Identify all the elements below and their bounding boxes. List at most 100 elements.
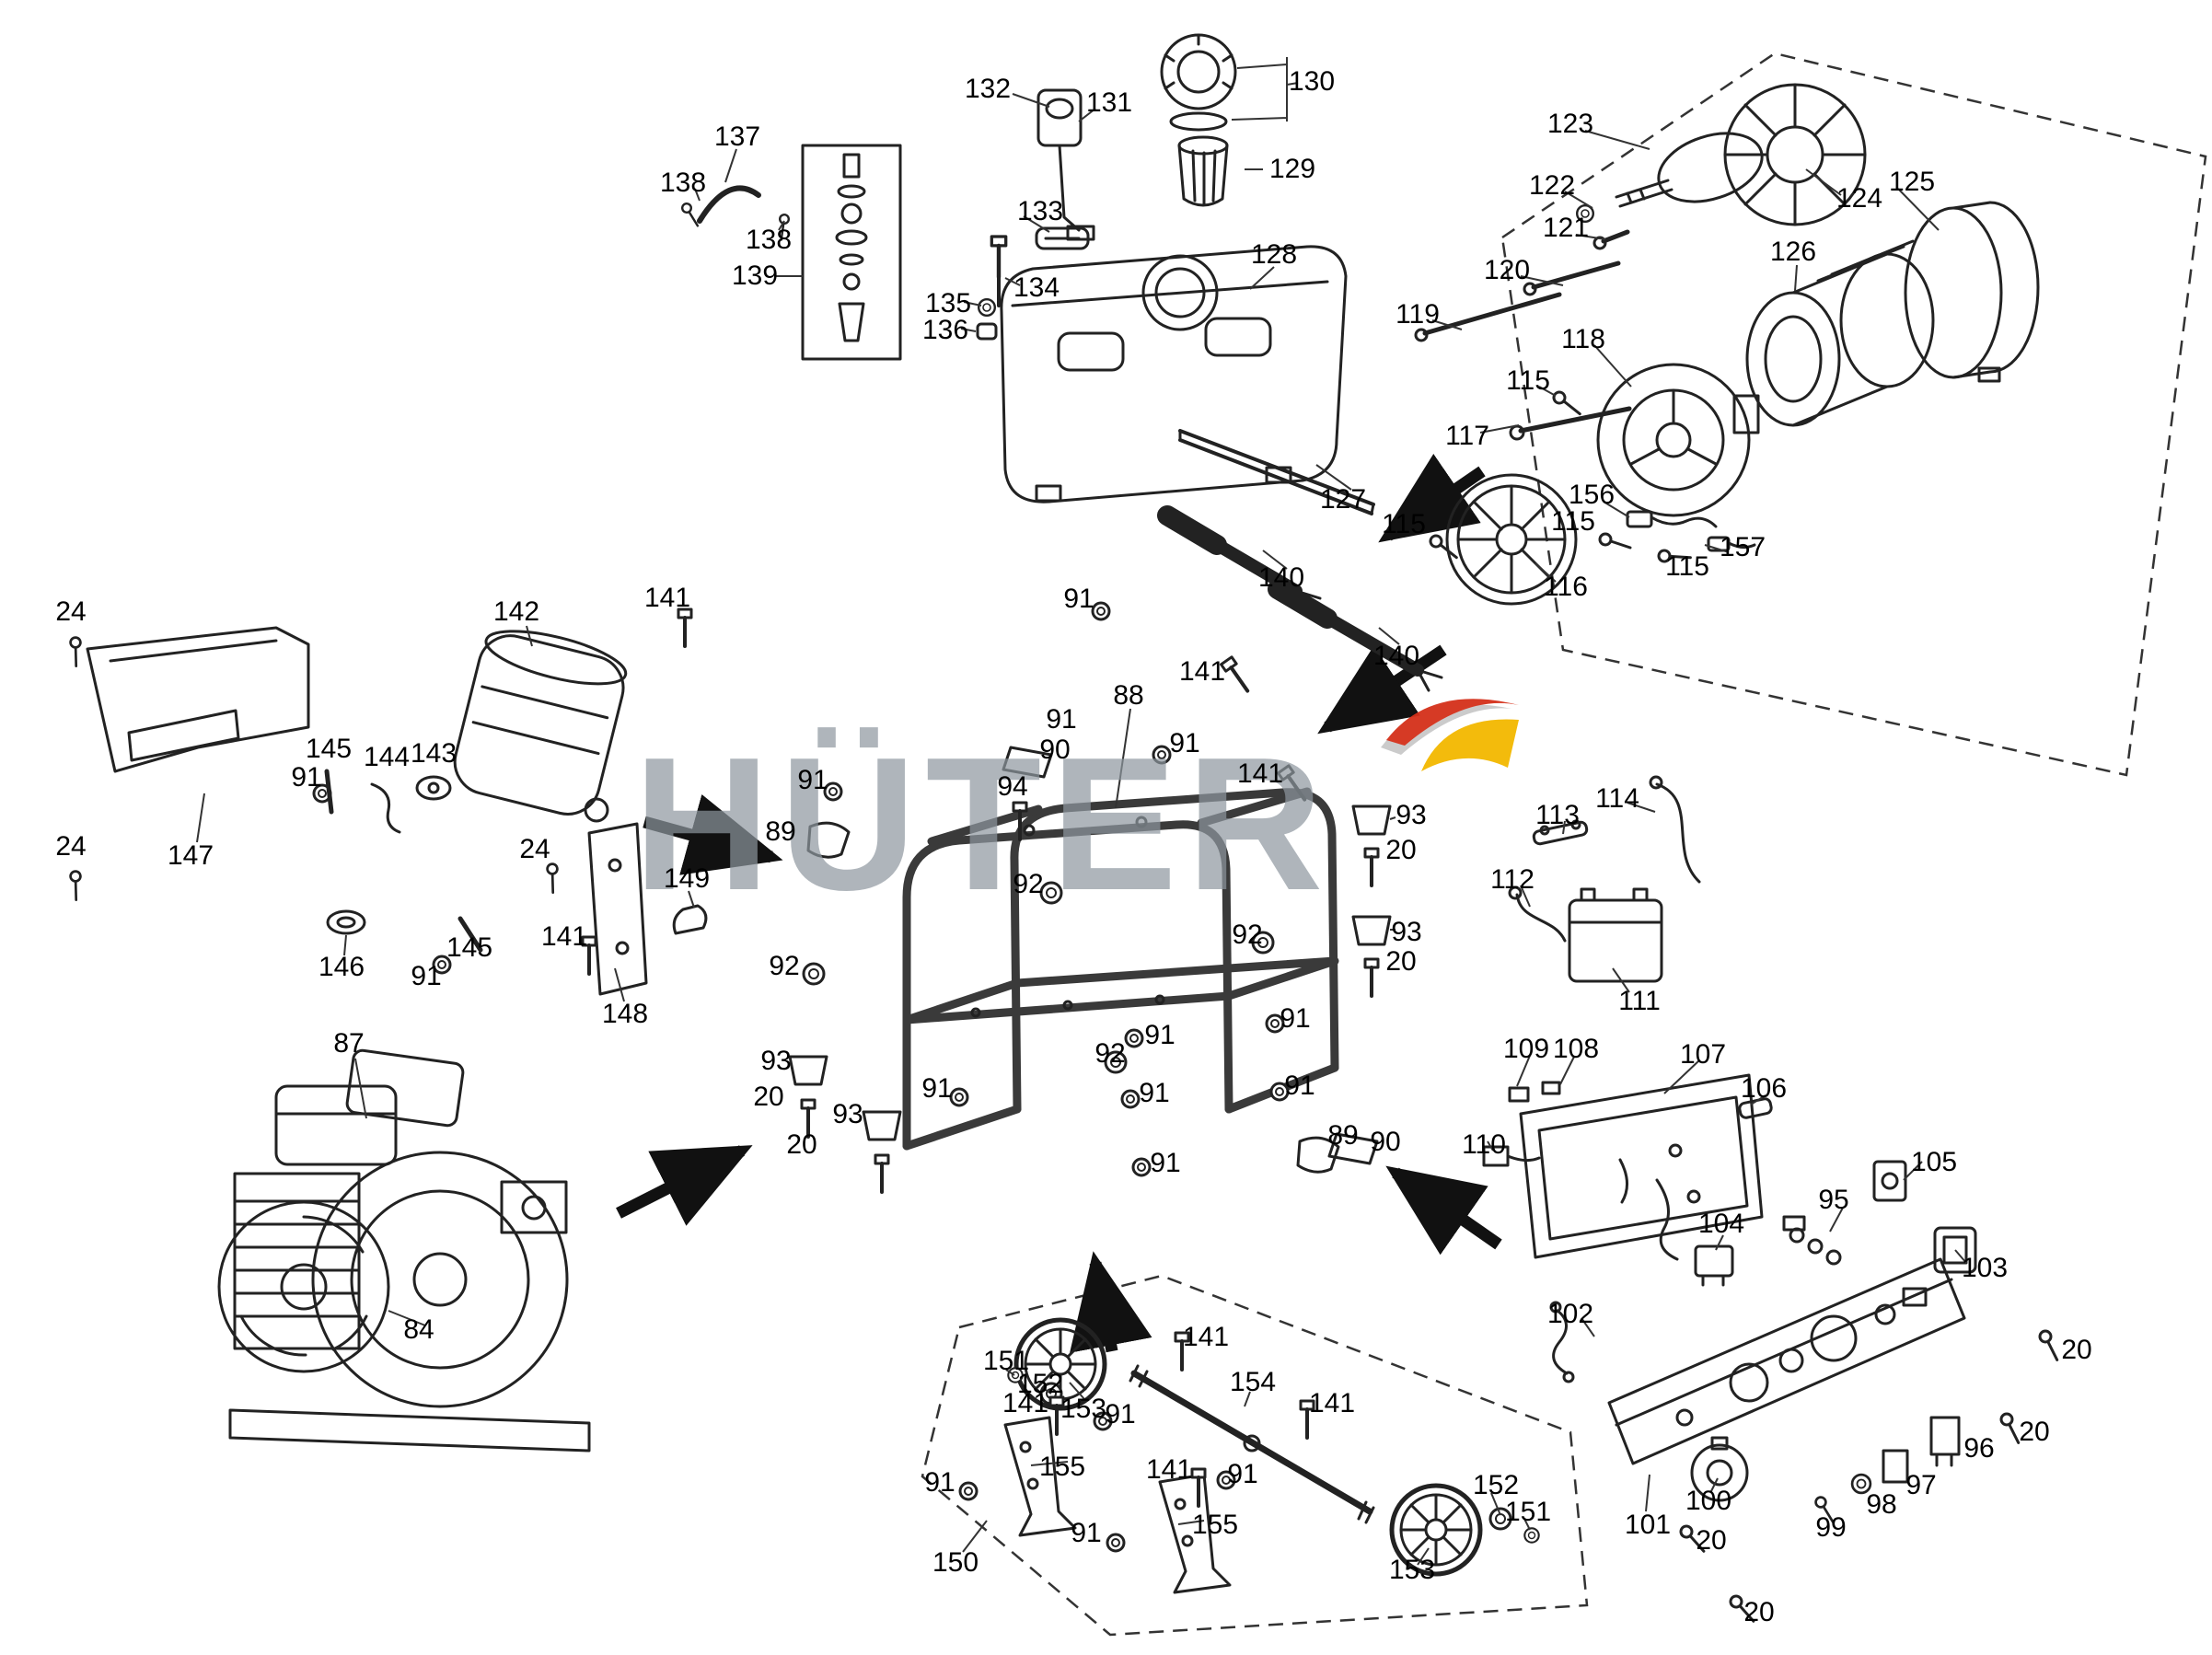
part-label-99-100: 99 — [1815, 1512, 1847, 1543]
part-label-101-102: 101 — [1624, 1510, 1672, 1540]
part-label-87-83: 87 — [333, 1028, 365, 1059]
part-label-118-21: 118 — [1561, 324, 1605, 354]
part-label-91-35: 91 — [1169, 728, 1200, 758]
part-label-96-97: 96 — [1963, 1433, 1995, 1464]
part-label-109-85: 109 — [1502, 1034, 1550, 1064]
part-label-108-86: 108 — [1552, 1034, 1600, 1064]
part-label-152-106: 152 — [1016, 1369, 1064, 1399]
part-label-141-48: 141 — [540, 921, 588, 952]
part-label-121-15: 121 — [1542, 213, 1590, 243]
part-label-138-5: 138 — [659, 168, 707, 198]
part-label-119-20: 119 — [1396, 299, 1440, 330]
part-label-20-81: 20 — [786, 1129, 817, 1160]
part-label-146-49: 146 — [318, 952, 365, 982]
part-label-92-71: 92 — [1094, 1038, 1126, 1069]
part-label-117-23: 117 — [1445, 421, 1489, 451]
part-label-91-33: 91 — [1063, 584, 1094, 614]
part-label-150-119: 150 — [932, 1547, 979, 1578]
part-label-151-121: 151 — [1504, 1497, 1552, 1527]
part-label-91-72: 91 — [1144, 1020, 1175, 1050]
part-label-102-94: 102 — [1546, 1299, 1594, 1329]
part-label-126-18: 126 — [1769, 237, 1817, 267]
part-label-91-56: 91 — [797, 765, 828, 795]
part-label-141-36: 141 — [1236, 758, 1284, 789]
part-label-107-87: 107 — [1679, 1039, 1727, 1070]
part-label-130-2: 130 — [1288, 66, 1336, 97]
part-label-157-31: 157 — [1719, 532, 1766, 562]
part-label-135-10: 135 — [924, 288, 972, 318]
part-label-91-70: 91 — [1280, 1003, 1311, 1034]
part-label-129-3: 129 — [1268, 154, 1316, 184]
part-label-138-6: 138 — [745, 225, 793, 255]
part-label-125-17: 125 — [1888, 167, 1936, 197]
part-label-133-8: 133 — [1016, 196, 1064, 226]
part-label-153-107: 153 — [1060, 1394, 1107, 1424]
part-label-24-47: 24 — [519, 834, 550, 864]
part-label-143-45: 143 — [410, 738, 457, 769]
part-label-115-29: 115 — [1551, 506, 1595, 537]
part-label-116-32: 116 — [1544, 572, 1588, 602]
part-label-20-103: 20 — [1696, 1525, 1727, 1556]
part-label-90-55: 90 — [1039, 735, 1071, 765]
part-label-154-111: 154 — [1229, 1367, 1277, 1397]
part-label-91-114: 91 — [924, 1467, 955, 1498]
part-label-24-39: 24 — [55, 831, 87, 862]
part-label-113-66: 113 — [1535, 800, 1580, 830]
part-label-136-11: 136 — [921, 315, 969, 345]
part-label-124-16: 124 — [1836, 183, 1883, 214]
part-label-156-27: 156 — [1568, 480, 1616, 510]
part-label-106-88: 106 — [1740, 1073, 1788, 1104]
part-label-20-95: 20 — [2061, 1335, 2092, 1365]
part-label-141-112: 141 — [1308, 1388, 1356, 1418]
part-label-92-61: 92 — [769, 951, 800, 981]
part-label-20-65: 20 — [1385, 946, 1417, 977]
part-label-144-44: 144 — [363, 742, 411, 772]
part-label-141-42: 141 — [643, 583, 691, 613]
part-label-147-40: 147 — [167, 840, 214, 871]
part-label-97-98: 97 — [1905, 1470, 1937, 1500]
part-label-91-118: 91 — [1071, 1518, 1102, 1548]
part-label-153-122: 153 — [1388, 1555, 1436, 1585]
part-label-111-69: 111 — [1618, 986, 1661, 1016]
part-label-127-24: 127 — [1319, 484, 1367, 515]
part-label-122-14: 122 — [1528, 170, 1576, 201]
part-label-103-93: 103 — [1961, 1253, 2009, 1283]
part-label-91-54: 91 — [1046, 704, 1077, 735]
part-label-145-43: 145 — [305, 734, 353, 764]
part-label-91-77: 91 — [921, 1073, 953, 1104]
part-label-139-7: 139 — [731, 260, 779, 291]
part-label-93-62: 93 — [1396, 800, 1427, 830]
part-label-95-92: 95 — [1818, 1185, 1849, 1215]
part-label-88-37: 88 — [1113, 680, 1144, 711]
part-label-115-30: 115 — [1665, 551, 1709, 582]
part-label-91-46: 91 — [291, 762, 322, 793]
part-label-140-25: 140 — [1257, 562, 1305, 593]
part-label-104-91: 104 — [1697, 1209, 1745, 1239]
part-label-90-76: 90 — [1370, 1127, 1401, 1157]
part-label-123-13: 123 — [1546, 109, 1594, 139]
part-label-91-74: 91 — [1139, 1078, 1170, 1108]
watermark-text: HÜTER — [633, 718, 1333, 930]
part-label-94-57: 94 — [997, 771, 1028, 802]
part-label-20-63: 20 — [1385, 835, 1417, 865]
part-label-132-0: 132 — [964, 74, 1012, 104]
part-label-91-110: 91 — [1105, 1399, 1136, 1429]
part-label-141-34: 141 — [1178, 656, 1226, 687]
part-label-145-50: 145 — [446, 932, 493, 963]
part-label-91-116: 91 — [1227, 1459, 1258, 1489]
part-label-93-64: 93 — [1391, 917, 1422, 947]
part-label-91-73: 91 — [1284, 1071, 1315, 1101]
part-label-141-109: 141 — [1002, 1388, 1049, 1418]
part-label-141-108: 141 — [1182, 1322, 1230, 1352]
part-label-120-19: 120 — [1483, 255, 1531, 285]
part-label-155-113: 155 — [1038, 1452, 1086, 1482]
part-label-105-90: 105 — [1910, 1147, 1958, 1177]
part-label-140-26: 140 — [1372, 641, 1420, 671]
part-label-114-67: 114 — [1595, 783, 1639, 814]
part-label-92-60: 92 — [1232, 920, 1263, 950]
part-label-151-105: 151 — [982, 1346, 1030, 1376]
part-label-93-80: 93 — [832, 1099, 863, 1129]
